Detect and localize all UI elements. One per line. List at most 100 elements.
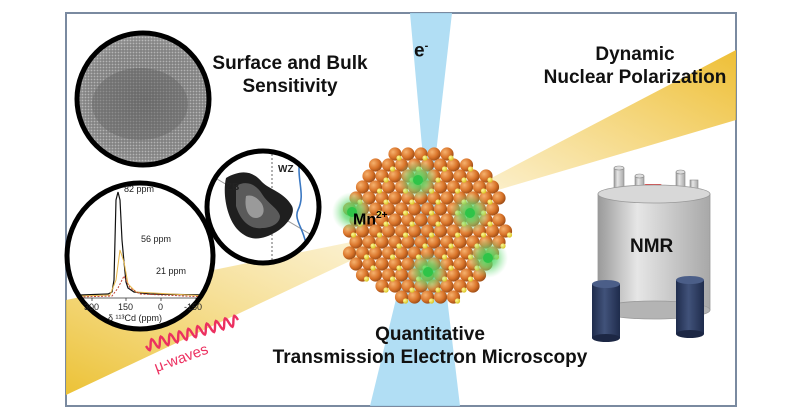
cation-atom xyxy=(381,224,396,238)
mn-dopant-atom xyxy=(483,253,493,263)
cation-atom xyxy=(440,169,454,183)
surface-bulk-line2: Sensitivity xyxy=(242,76,338,97)
cation-atom xyxy=(453,257,467,271)
anion-atom xyxy=(487,221,493,227)
cation-atom xyxy=(459,180,474,194)
anion-atom xyxy=(409,287,415,293)
anion-atom xyxy=(441,166,448,172)
anion-atom xyxy=(461,177,467,183)
anion-atom xyxy=(376,232,383,238)
cation-atom xyxy=(375,257,389,271)
phase-zb-label: ZB xyxy=(226,182,240,193)
nmr-tick-150: 150 xyxy=(118,302,134,312)
cation-atom xyxy=(381,202,396,216)
cation-atom xyxy=(440,191,454,205)
dnp-line2: Nuclear Polarization xyxy=(543,67,727,88)
nmr-peak-56: 56 ppm xyxy=(141,234,172,244)
surface-bulk-line1: Surface and Bulk xyxy=(212,53,368,74)
mn-charge: 2+ xyxy=(376,210,388,221)
dnp-title: Dynamic Nuclear Polarization xyxy=(535,43,735,89)
anion-atom xyxy=(448,155,454,161)
cation-atom xyxy=(401,147,415,161)
mn-dopant-atom xyxy=(413,175,423,185)
cation-atom xyxy=(492,191,506,205)
cation-atom xyxy=(342,246,357,260)
cation-atom xyxy=(433,290,448,304)
qtem-title: Quantitative Transmission Electron Micro… xyxy=(270,323,590,369)
anion-atom xyxy=(396,243,402,249)
nmr-label: NMR xyxy=(630,236,674,257)
anion-atom xyxy=(363,254,370,260)
anion-atom xyxy=(422,243,428,249)
anion-atom xyxy=(428,298,435,304)
cation-atom xyxy=(368,158,383,172)
cation-atom xyxy=(427,147,441,161)
anion-atom xyxy=(396,155,402,161)
cation-atom xyxy=(466,279,480,293)
anion-atom xyxy=(376,210,383,216)
anion-atom xyxy=(383,177,389,183)
anion-atom xyxy=(389,276,396,282)
anion-atom xyxy=(467,276,474,282)
nmr-magnet-illustration xyxy=(592,165,711,342)
quantum-dot-nanocrystal xyxy=(332,147,513,304)
anion-atom xyxy=(441,254,448,260)
anion-atom xyxy=(389,166,396,172)
cation-atom xyxy=(485,224,500,238)
mn-dopant-atom xyxy=(423,267,433,277)
cation-atom xyxy=(414,213,428,227)
cation-atom xyxy=(355,180,370,194)
surface-bulk-title: Surface and Bulk Sensitivity xyxy=(210,52,370,98)
cation-atom xyxy=(485,180,500,194)
anion-atom xyxy=(467,166,474,172)
cation-atom xyxy=(446,246,461,260)
nmr-tick-0: 0 xyxy=(158,302,164,312)
cation-atom xyxy=(401,235,415,249)
nmr-axis-label: δ ¹¹³Cd (ppm) xyxy=(108,313,163,323)
anion-atom xyxy=(435,199,441,205)
anion-atom xyxy=(370,265,376,271)
anion-atom xyxy=(376,188,383,194)
dnp-line1: Dynamic xyxy=(595,44,675,65)
cation-atom xyxy=(446,268,461,282)
cation-atom xyxy=(492,213,506,227)
cation-atom xyxy=(407,290,422,304)
anion-atom xyxy=(428,232,435,238)
anion-atom xyxy=(480,232,487,238)
anion-atom xyxy=(448,243,454,249)
anion-atom xyxy=(487,177,493,183)
anion-atom xyxy=(402,232,409,238)
phase-map-inset xyxy=(204,148,322,266)
phase-wz-label: WZ xyxy=(278,164,294,175)
dnp-beam xyxy=(430,50,736,210)
cation-atom xyxy=(440,213,454,227)
cation-atom xyxy=(394,268,409,282)
anion-atom xyxy=(383,221,389,227)
cation-atom xyxy=(388,279,402,293)
cation-atom xyxy=(388,191,402,205)
anion-atom xyxy=(402,210,409,216)
anion-atom xyxy=(370,243,376,249)
anion-atom xyxy=(350,232,357,238)
cation-atom xyxy=(394,246,409,260)
nmr-peak-21: 21 ppm xyxy=(156,266,187,276)
cation-atom xyxy=(368,268,383,282)
anion-atom xyxy=(435,221,441,227)
electron-symbol: e xyxy=(414,40,425,62)
anion-atom xyxy=(454,298,461,304)
anion-atom xyxy=(422,155,428,161)
anion-atom xyxy=(428,210,435,216)
anion-atom xyxy=(454,232,461,238)
cation-atom xyxy=(433,202,448,216)
anion-atom xyxy=(363,276,370,282)
cation-atom xyxy=(446,158,461,172)
cation-atom xyxy=(349,257,363,271)
nmr-peak-82: 82 ppm xyxy=(124,184,155,194)
cation-atom xyxy=(381,180,396,194)
nmr-tick-300: 300 xyxy=(84,302,100,312)
anion-atom xyxy=(383,287,389,293)
anion-atom xyxy=(409,221,415,227)
cation-atom xyxy=(407,224,422,238)
